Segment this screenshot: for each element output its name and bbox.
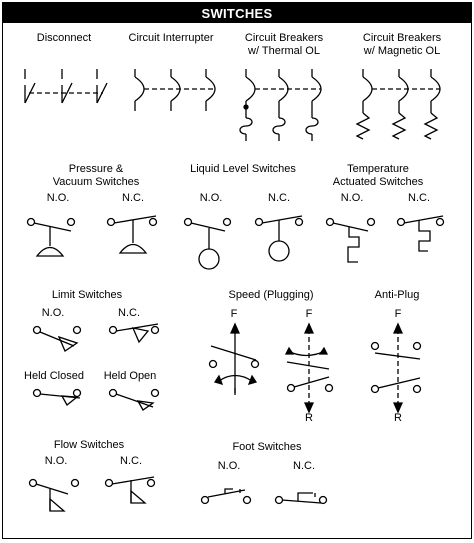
temperature-nc-symbol [396, 215, 445, 252]
label-speed-f1: F [230, 308, 238, 320]
symbol-drawings [24, 69, 445, 512]
label-flow-no: N.O. [44, 455, 68, 467]
anti-plug-symbol [370, 322, 422, 414]
label-speed-f2: F [305, 308, 313, 320]
label-antiplug-f: F [394, 308, 402, 320]
label-circuit-interrupter: Circuit Interrupter [128, 32, 214, 44]
label-cb-magnetic-line1: Circuit Breakers [362, 32, 442, 44]
label-limit-nc: N.C. [118, 307, 140, 319]
circuit-interrupter-symbol [134, 69, 216, 111]
label-limit: Limit Switches [51, 289, 123, 301]
limit-nc-symbol [108, 323, 160, 344]
label-foot-nc: N.C. [293, 460, 315, 472]
label-foot: Foot Switches [232, 441, 302, 453]
label-flow-nc: N.C. [120, 455, 142, 467]
sheet-title: SWITCHES [3, 3, 471, 23]
label-temp-no: N.O. [340, 192, 364, 204]
label-speed: Speed (Plugging) [228, 289, 314, 301]
temperature-no-symbol [325, 217, 376, 263]
label-anti-plug: Anti-Plug [374, 289, 420, 301]
label-held-open: Held Open [103, 370, 157, 382]
label-disconnect: Disconnect [36, 32, 92, 44]
label-limit-no: N.O. [41, 307, 65, 319]
speed-plugging-1-symbol [208, 322, 260, 395]
label-pressure-nc: N.C. [122, 192, 144, 204]
foot-no-symbol [200, 488, 252, 505]
label-pressure-line2: Vacuum Switches [52, 176, 140, 188]
flow-no-symbol [28, 478, 80, 512]
label-temp-nc: N.C. [408, 192, 430, 204]
held-open-symbol [108, 388, 160, 411]
disconnect-symbol [24, 69, 108, 104]
pressure-no-symbol [26, 217, 76, 257]
label-temperature-line2: Actuated Switches [332, 176, 424, 188]
label-cb-magnetic-line2: w/ Magnetic OL [363, 45, 441, 57]
held-closed-symbol [32, 388, 82, 406]
label-liquid-nc: N.C. [268, 192, 290, 204]
label-liquid-no: N.O. [199, 192, 223, 204]
liquid-level-nc-symbol [254, 215, 304, 262]
liquid-level-no-symbol [183, 217, 232, 270]
label-temperature-line1: Temperature [347, 163, 409, 175]
label-pressure-line1: Pressure & [68, 163, 124, 175]
label-foot-no: N.O. [217, 460, 241, 472]
limit-no-symbol [32, 325, 82, 352]
label-speed-r: R [305, 412, 313, 424]
cb-thermal-ol-symbol [239, 69, 322, 141]
label-held-closed: Held Closed [24, 370, 84, 382]
cb-magnetic-ol-symbol [355, 69, 441, 140]
pressure-nc-symbol [106, 215, 158, 254]
label-flow: Flow Switches [53, 439, 125, 451]
label-pressure-no: N.O. [46, 192, 70, 204]
label-liquid-level: Liquid Level Switches [190, 163, 296, 175]
label-cb-thermal-line2: w/ Thermal OL [248, 45, 320, 57]
label-cb-thermal-line1: Circuit Breakers [244, 32, 324, 44]
flow-nc-symbol [104, 476, 156, 504]
foot-nc-symbol [274, 492, 328, 505]
label-antiplug-r: R [394, 412, 402, 424]
speed-plugging-2-symbol [284, 322, 334, 414]
